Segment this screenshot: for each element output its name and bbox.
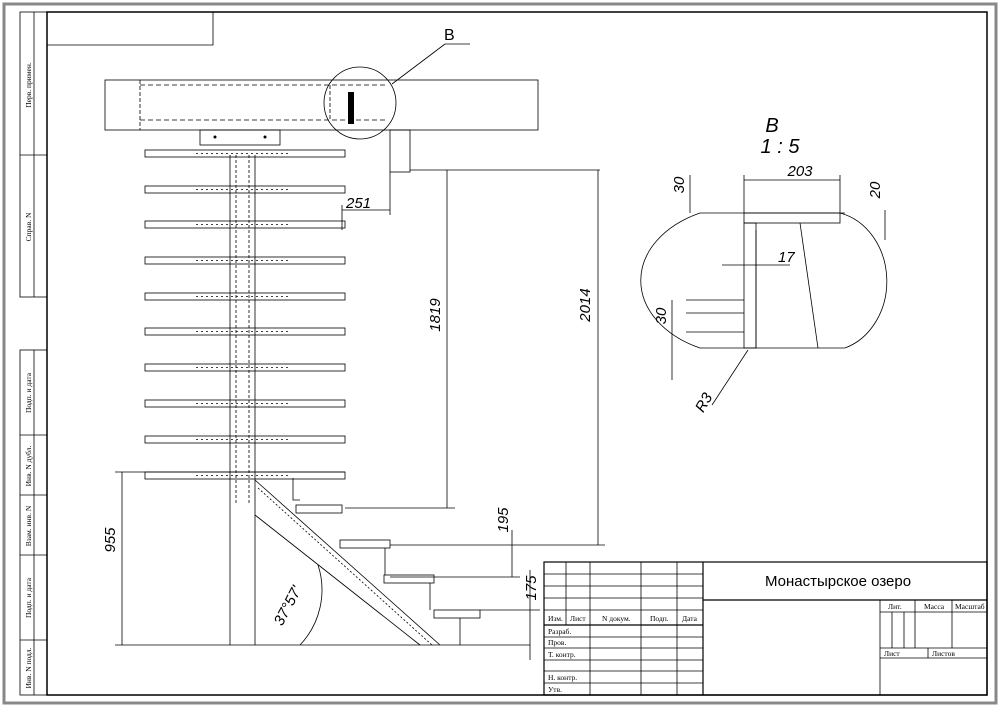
straight-flight [228,478,530,646]
tb-lit: Лит. [888,602,902,611]
tb-list: Лист [884,649,900,658]
tb-prov: Пров. [548,638,566,647]
detail-view-b: B 1 : 5 203 30 20 17 30 R3 [640,115,888,416]
tb-list-col: Лист [570,614,586,623]
tread [144,363,346,372]
tb-razrab: Разраб. [548,627,571,636]
dim-251: 251 [345,195,371,212]
detail-title: B [765,115,778,137]
det-203: 203 [786,163,813,180]
tb-listov: Листов [932,649,955,658]
drawing-title: Монастырское озеро [765,573,911,590]
stamp-label: Взам. инв. N [24,505,33,546]
det-20: 20 [867,181,884,199]
dim-angle: 37°57' [271,582,306,628]
tb-ndok: N докум. [602,614,631,623]
stamp-label: Подп. и дата [24,577,33,618]
tread [144,327,346,336]
dim-175: 175 [523,575,540,601]
floor-slab [104,66,539,173]
tread [144,220,346,229]
tread [144,435,346,444]
dim-955: 955 [102,527,119,553]
winder-treads [144,149,346,480]
stamp-label: Справ. N [24,212,33,241]
dim-195: 195 [495,507,512,533]
det-r3: R3 [692,390,717,416]
det-30-bottom: 30 [653,307,670,324]
tb-nkontr: Н. контр. [548,673,577,682]
tb-utv: Утв. [548,685,562,694]
tread [144,185,346,194]
tread [144,292,346,301]
tb-podp: Подп. [650,614,669,623]
tb-izm: Изм. [548,614,563,623]
top-left-box [47,12,214,46]
dim-1819: 1819 [427,298,444,332]
tread [144,471,346,480]
stamp-label: Подп. и дата [24,372,33,413]
dimension-lines: 251 1819 2014 955 195 175 37°57' [102,169,605,660]
stamp-label: Перв. примен. [24,62,33,108]
detail-scale: 1 : 5 [761,136,801,158]
side-stamp: Перв. примен. Справ. N Подп. и дата Инв.… [19,11,48,696]
tb-masshtab: Масштаб [955,602,985,611]
tb-massa: Масса [924,602,945,611]
callout-letter: B [444,27,455,44]
det-30-top: 30 [671,176,688,193]
frame [46,11,988,696]
stamp-label: Инв. N дубл. [24,446,33,487]
dim-2014: 2014 [577,288,594,322]
tb-tkontr: Т. контр. [548,650,576,659]
tread [144,399,346,408]
tread [144,149,346,158]
tb-data: Дата [682,614,698,623]
det-17: 17 [778,249,795,266]
stamp-label: Инв. N подл. [24,647,33,688]
tread [144,256,346,265]
title-block: Монастырское озеро Изм. Лист N докум. По… [543,561,988,696]
